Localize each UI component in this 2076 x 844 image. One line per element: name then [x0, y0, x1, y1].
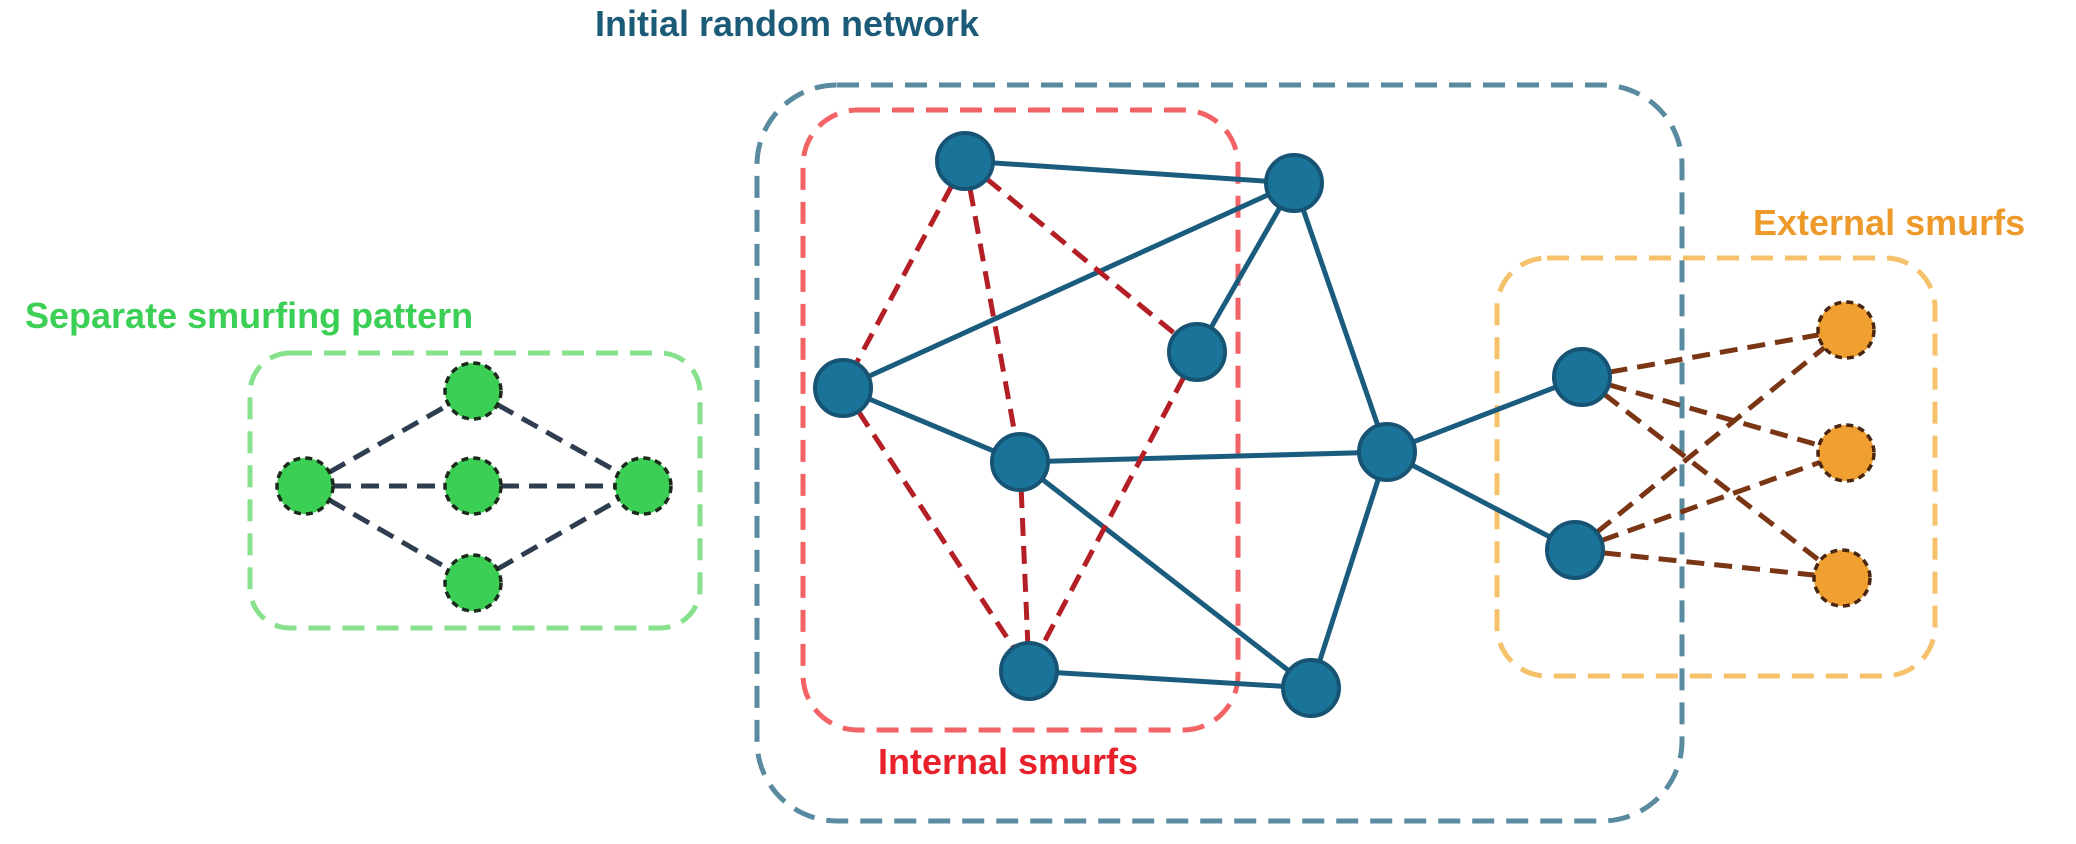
network-edge	[1291, 182, 1390, 453]
network-node	[1281, 658, 1341, 718]
initial-network-label: Initial random network	[595, 3, 980, 44]
external-edge	[1573, 328, 1848, 552]
network-edge	[1018, 460, 1313, 690]
external-edge	[1581, 327, 1847, 380]
internal-smurfs-label: Internal smurfs	[878, 741, 1138, 782]
network-edge	[842, 385, 1021, 465]
separate-edge	[471, 483, 645, 586]
initial-network-box	[754, 82, 1685, 824]
network-edge	[964, 158, 1295, 186]
internal-edge	[963, 159, 1199, 354]
network-edge	[1308, 451, 1390, 689]
external-smurfs-label: External smurfs	[1753, 202, 2025, 243]
network-edge	[1028, 668, 1312, 691]
internal-smurfs-box	[800, 107, 1241, 733]
separate-pattern-box	[247, 350, 703, 631]
external-smurf-node	[1812, 548, 1872, 608]
separate-edge	[471, 388, 645, 489]
separate-pattern-node	[443, 456, 503, 516]
external-smurf-node	[1816, 423, 1876, 483]
network-node	[935, 131, 995, 191]
internal-edge	[1026, 350, 1200, 673]
network-edge	[1386, 374, 1583, 455]
separate-pattern-node	[443, 553, 503, 613]
network-edge	[1385, 449, 1577, 553]
separate-pattern-node	[275, 456, 335, 516]
internal-edge	[1017, 461, 1032, 672]
network-node	[990, 432, 1050, 492]
separate-pattern-node	[613, 456, 673, 516]
network-edge	[1194, 181, 1297, 354]
internal-edge	[840, 159, 968, 390]
internal-edge	[962, 160, 1023, 463]
internal-smurf-edges	[840, 159, 1200, 673]
separate-edge	[303, 388, 475, 489]
external-smurf-edges	[1573, 327, 1848, 581]
network-node	[813, 358, 873, 418]
external-edge	[1581, 374, 1847, 456]
network-node	[1357, 422, 1417, 482]
network-node	[1552, 347, 1612, 407]
network-node	[1167, 322, 1227, 382]
separate-pattern-label: Separate smurfing pattern	[25, 295, 473, 336]
network-nodes	[813, 131, 1612, 718]
internal-edge	[840, 386, 1032, 673]
network-edges	[841, 158, 1583, 691]
external-edge	[1580, 375, 1844, 580]
network-node	[1545, 520, 1605, 580]
external-edge	[1574, 547, 1843, 581]
network-edge	[841, 180, 1296, 391]
separate-edge	[303, 483, 475, 586]
separate-pattern-nodes	[275, 361, 673, 613]
separate-pattern-node	[443, 361, 503, 421]
external-smurf-nodes	[1812, 300, 1876, 608]
network-node	[1264, 153, 1324, 213]
external-edge	[1574, 450, 1847, 553]
network-node	[999, 641, 1059, 701]
network-edge	[1019, 449, 1388, 465]
external-smurf-node	[1816, 300, 1876, 360]
